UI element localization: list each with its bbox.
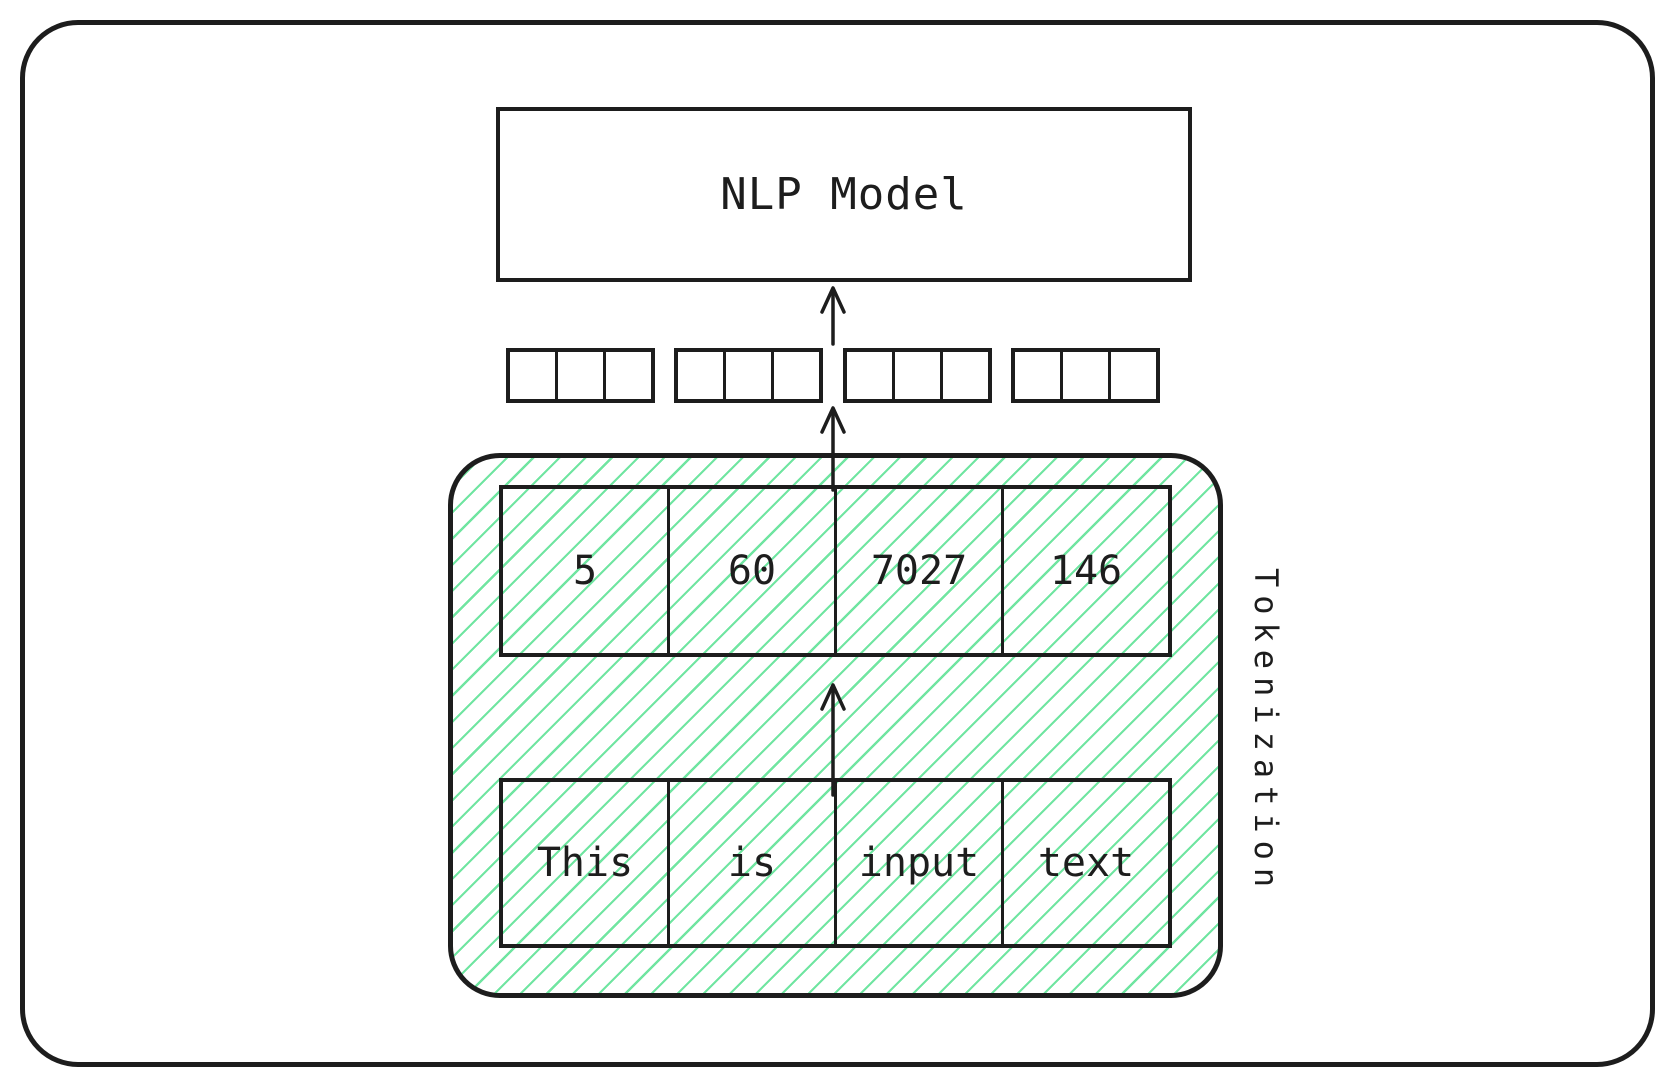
embedding-cell xyxy=(510,352,558,399)
token-id-cell: 5 xyxy=(503,489,670,653)
token-id-cell: 7027 xyxy=(837,489,1004,653)
arrow-up-tokens-to-ids-icon xyxy=(820,683,846,797)
embedding-cell xyxy=(1015,352,1063,399)
embedding-cell xyxy=(895,352,943,399)
token-ids-row: 5 60 7027 146 xyxy=(499,485,1172,657)
embedding-cell xyxy=(1063,352,1111,399)
embedding-vector-box xyxy=(506,348,655,403)
embedding-cell xyxy=(726,352,774,399)
token-id-cell: 146 xyxy=(1049,548,1123,594)
nlp-model-box: NLP Model xyxy=(496,107,1192,282)
diagram-border xyxy=(20,20,1655,1067)
embedding-vector-box xyxy=(843,348,992,403)
token-cell: is xyxy=(670,782,837,944)
embedding-vector-box xyxy=(1011,348,1160,403)
tokens-row: This is input text xyxy=(499,778,1172,948)
token-cell: This xyxy=(503,782,670,944)
embedding-cell xyxy=(847,352,895,399)
token-cell: input xyxy=(837,782,1004,944)
arrow-up-embeddings-to-model-icon xyxy=(820,286,846,346)
nlp-model-label: NLP Model xyxy=(720,169,968,220)
tokenization-label: Tokenization xyxy=(1247,568,1285,896)
token-id-cell: 60 xyxy=(670,489,837,653)
arrow-up-ids-to-embeddings-icon xyxy=(820,406,846,492)
embedding-cell xyxy=(678,352,726,399)
embedding-vector-box xyxy=(674,348,823,403)
embedding-cell xyxy=(558,352,606,399)
token-cell: text xyxy=(1037,840,1135,886)
